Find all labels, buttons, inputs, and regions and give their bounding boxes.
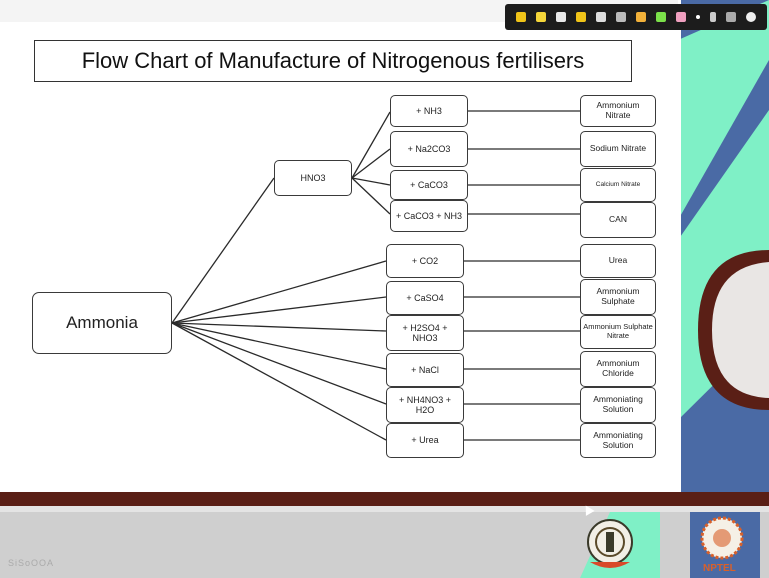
reagent-h2so4-nho3: + H2SO4 + NHO3 xyxy=(386,315,464,351)
reagent-caso4: + CaSO4 xyxy=(386,281,464,315)
dot-icon[interactable] xyxy=(696,15,700,19)
arrow-icon[interactable] xyxy=(576,12,586,22)
arrow-icon[interactable] xyxy=(516,12,526,22)
reagent-caco3: + CaCO3 xyxy=(390,170,468,200)
reagent-na2co3: + Na2CO3 xyxy=(390,131,468,167)
product-can: CAN xyxy=(580,202,656,238)
pen-icon[interactable] xyxy=(556,12,566,22)
product-calcium-nitrate: Calcium Nitrate xyxy=(580,168,656,202)
marker-icon[interactable] xyxy=(656,12,666,22)
product-urea: Urea xyxy=(580,244,656,278)
footer-watermark: SiSoOOA xyxy=(8,558,55,568)
reagent-nacl: + NaCl xyxy=(386,353,464,387)
nptel-label: NPTEL xyxy=(703,563,736,574)
reagent-nh3: + NH3 xyxy=(390,95,468,127)
reagent-urea: + Urea xyxy=(386,423,464,458)
iit-logo-icon xyxy=(580,512,660,578)
product-ammoniating-solution-1: Ammoniating Solution xyxy=(580,387,656,423)
highlighter-icon[interactable] xyxy=(536,12,546,22)
product-ammonium-sulphate-nitrate: Ammonium Sulphate Nitrate xyxy=(580,315,656,349)
reagent-nh4no3-h2o: + NH4NO3 + H2O xyxy=(386,387,464,423)
annotation-toolbar xyxy=(505,4,767,30)
reagent-co2: + CO2 xyxy=(386,244,464,278)
footer-bar-dark xyxy=(0,492,769,506)
slide xyxy=(0,0,678,492)
product-ammonium-chloride: Ammonium Chloride xyxy=(580,351,656,387)
product-ammonium-sulphate: Ammonium Sulphate xyxy=(580,279,656,315)
eraser-icon[interactable] xyxy=(616,12,626,22)
nptel-logo-icon xyxy=(690,512,760,578)
pointer-icon[interactable] xyxy=(596,12,606,22)
slide-side-decoration xyxy=(678,0,769,578)
pointer-icon[interactable] xyxy=(710,12,716,22)
close-icon[interactable] xyxy=(746,12,756,22)
slide-title: Flow Chart of Manufacture of Nitrogenous… xyxy=(34,40,632,82)
eraser-icon[interactable] xyxy=(676,12,686,22)
node-hno3: HNO3 xyxy=(274,160,352,196)
product-sodium-nitrate: Sodium Nitrate xyxy=(580,131,656,167)
undo-icon[interactable] xyxy=(726,12,736,22)
node-ammonia: Ammonia xyxy=(32,292,172,354)
reagent-caco3-nh3: + CaCO3 + NH3 xyxy=(390,200,468,232)
marker-icon[interactable] xyxy=(636,12,646,22)
product-ammonium-nitrate: Ammonium Nitrate xyxy=(580,95,656,127)
footer-separator xyxy=(0,506,769,512)
product-ammoniating-solution-2: Ammoniating Solution xyxy=(580,423,656,458)
